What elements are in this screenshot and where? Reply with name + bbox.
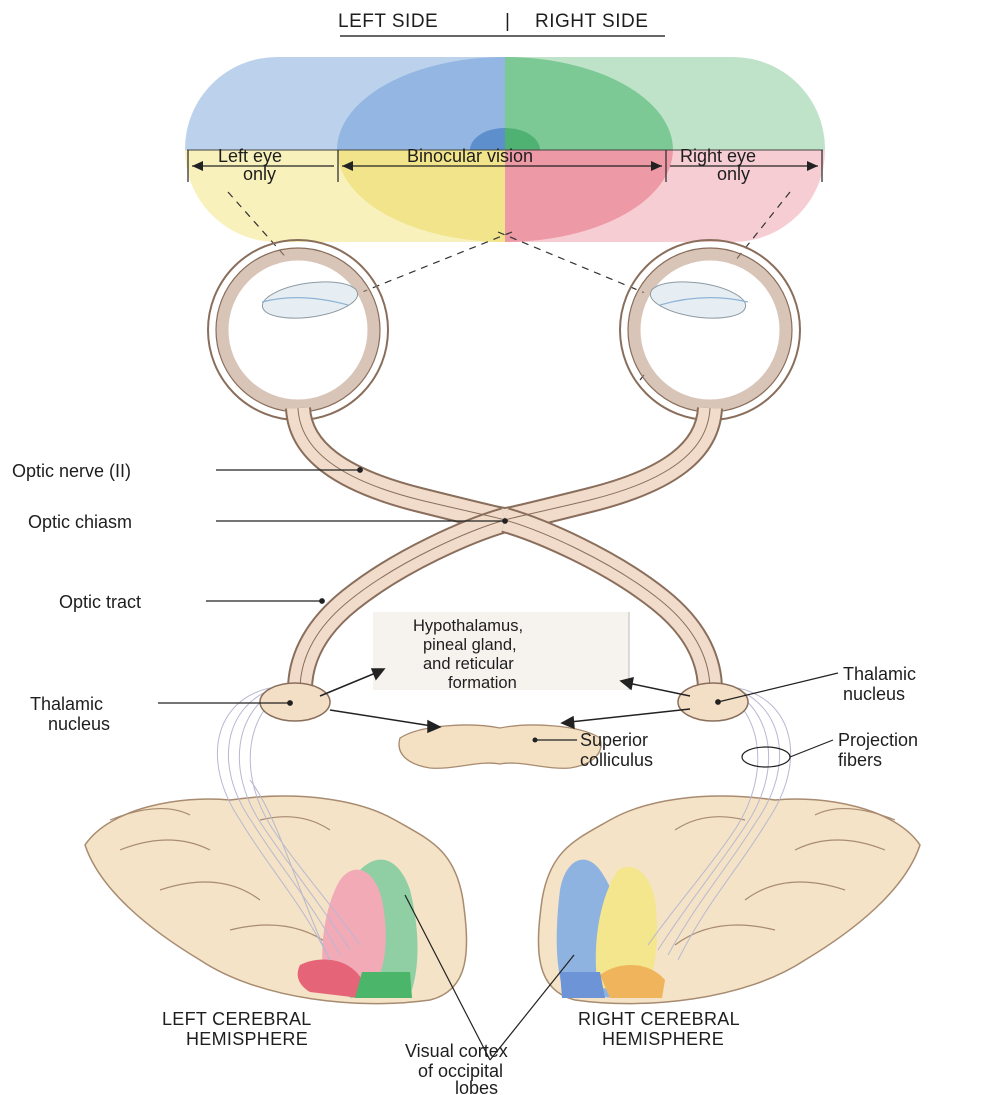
- header: LEFT SIDE | RIGHT SIDE: [338, 11, 665, 36]
- left-side-label: LEFT SIDE: [338, 11, 438, 32]
- hypothalamus-label-1: Hypothalamus,: [413, 617, 523, 635]
- side-divider: |: [505, 11, 510, 32]
- right-hemisphere-label-1: RIGHT CEREBRAL: [578, 1009, 740, 1029]
- right-side-label: RIGHT SIDE: [535, 11, 648, 32]
- hypothalamus-box: Hypothalamus, pineal gland, and reticula…: [373, 612, 629, 692]
- right-thalamic-nucleus: [678, 683, 748, 721]
- right-thalamic-label-2: nucleus: [843, 684, 905, 704]
- superior-colliculus-label-2: colliculus: [580, 750, 653, 770]
- optic-chiasm-label: Optic chiasm: [28, 512, 132, 532]
- right-thalamic-label-1: Thalamic: [843, 664, 916, 684]
- superior-colliculus-label-1: Superior: [580, 730, 648, 750]
- left-eye: [208, 240, 388, 420]
- right-hemisphere-label-2: HEMISPHERE: [602, 1029, 724, 1049]
- left-thalamic-label-2: nucleus: [48, 714, 110, 734]
- structure-labels: Optic nerve (II) Optic chiasm Optic trac…: [12, 461, 918, 1095]
- left-hemisphere-label-2: HEMISPHERE: [186, 1029, 308, 1049]
- visual-cortex-label-3: lobes: [455, 1078, 498, 1095]
- left-thalamic-nucleus: [260, 683, 330, 721]
- right-hemisphere: [538, 796, 920, 1004]
- left-eye-only-label-2: only: [243, 164, 276, 184]
- right-eye: [620, 240, 800, 420]
- left-hemisphere-label-1: LEFT CEREBRAL: [162, 1009, 312, 1029]
- hypothalamus-label-3: and reticular: [423, 655, 514, 673]
- binocular-vision-label: Binocular vision: [407, 146, 533, 166]
- right-eye-only-label-2: only: [717, 164, 750, 184]
- optic-tract-label: Optic tract: [59, 592, 141, 612]
- left-hemisphere: [85, 780, 467, 1004]
- hypothalamus-label-4: formation: [448, 674, 517, 692]
- right-eye-only-label-1: Right eye: [680, 146, 756, 166]
- optic-nerve-label: Optic nerve (II): [12, 461, 131, 481]
- hypothalamus-label-2: pineal gland,: [423, 636, 517, 654]
- projection-fibers-label-1: Projection: [838, 730, 918, 750]
- visual-cortex-label-1: Visual cortex: [405, 1041, 508, 1061]
- left-thalamic-label-1: Thalamic: [30, 694, 103, 714]
- left-eye-only-label-1: Left eye: [218, 146, 282, 166]
- projection-fibers-label-2: fibers: [838, 750, 882, 770]
